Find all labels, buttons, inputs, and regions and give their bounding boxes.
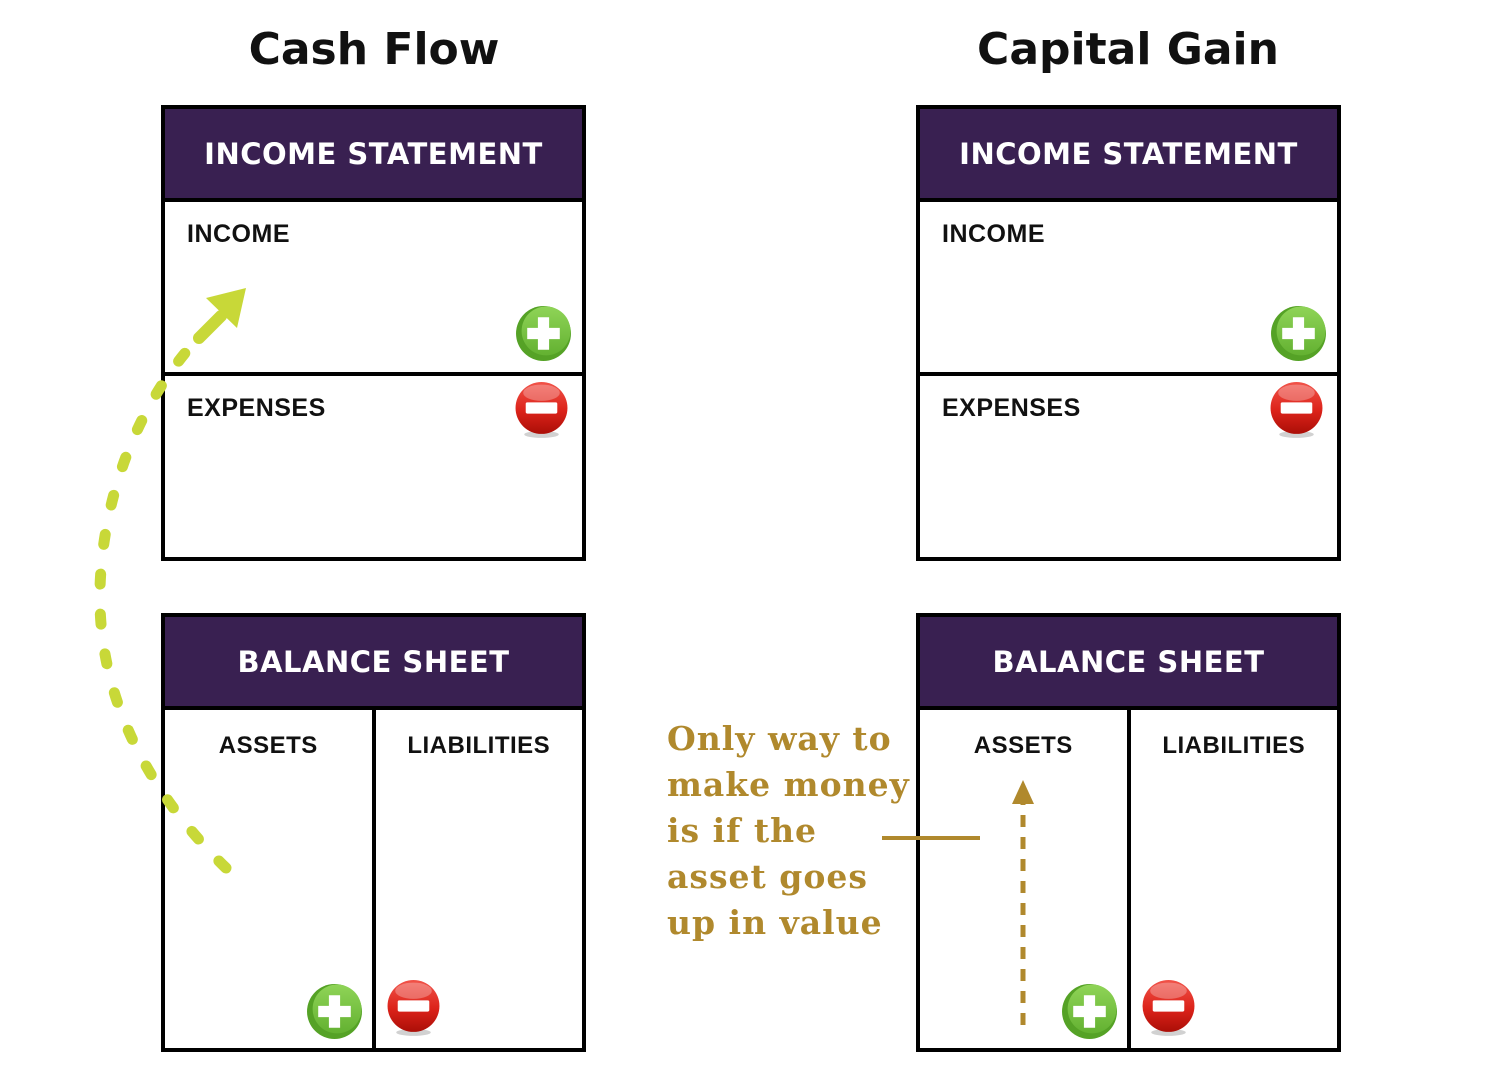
income-statement-box-left: INCOME STATEMENT INCOME EXPENSES	[161, 105, 586, 561]
income-section: INCOME	[920, 202, 1337, 376]
income-statement-header: INCOME STATEMENT	[920, 109, 1337, 202]
cash-flow-title: Cash Flow	[248, 24, 500, 75]
minus-icon	[385, 979, 442, 1036]
balance-sheet-header: BALANCE SHEET	[165, 617, 582, 710]
assets-label: ASSETS	[973, 732, 1073, 759]
assets-label: ASSETS	[218, 732, 318, 759]
liabilities-column: LIABILITIES	[371, 710, 583, 1048]
plus-icon	[1061, 983, 1118, 1040]
liabilities-label: LIABILITIES	[1162, 732, 1306, 759]
liabilities-column: LIABILITIES	[1126, 710, 1338, 1048]
income-label: INCOME	[942, 220, 1045, 248]
assets-column: ASSETS	[165, 710, 372, 1048]
expenses-section: EXPENSES	[165, 376, 582, 557]
minus-icon	[1268, 381, 1325, 438]
assets-column: ASSETS	[920, 710, 1127, 1048]
expenses-label: EXPENSES	[187, 394, 326, 422]
balance-sheet-box-right: BALANCE SHEET ASSETS LIABILITIES	[916, 613, 1341, 1052]
income-statement-box-right: INCOME STATEMENT INCOME EXPENSES	[916, 105, 1341, 561]
income-statement-header: INCOME STATEMENT	[165, 109, 582, 202]
balance-sheet-box-left: BALANCE SHEET ASSETS LIABILITIES	[161, 613, 586, 1052]
minus-icon	[513, 381, 570, 438]
minus-icon	[1140, 979, 1197, 1036]
capital-gain-title: Capital Gain	[977, 24, 1279, 75]
liabilities-label: LIABILITIES	[407, 732, 551, 759]
expenses-section: EXPENSES	[920, 376, 1337, 557]
income-section: INCOME	[165, 202, 582, 376]
income-label: INCOME	[187, 220, 290, 248]
balance-sheet-header: BALANCE SHEET	[920, 617, 1337, 710]
plus-icon	[515, 305, 572, 362]
annotation-text: Only way to make money is if the asset g…	[667, 719, 910, 942]
plus-icon	[1270, 305, 1327, 362]
plus-icon	[306, 983, 363, 1040]
expenses-label: EXPENSES	[942, 394, 1081, 422]
